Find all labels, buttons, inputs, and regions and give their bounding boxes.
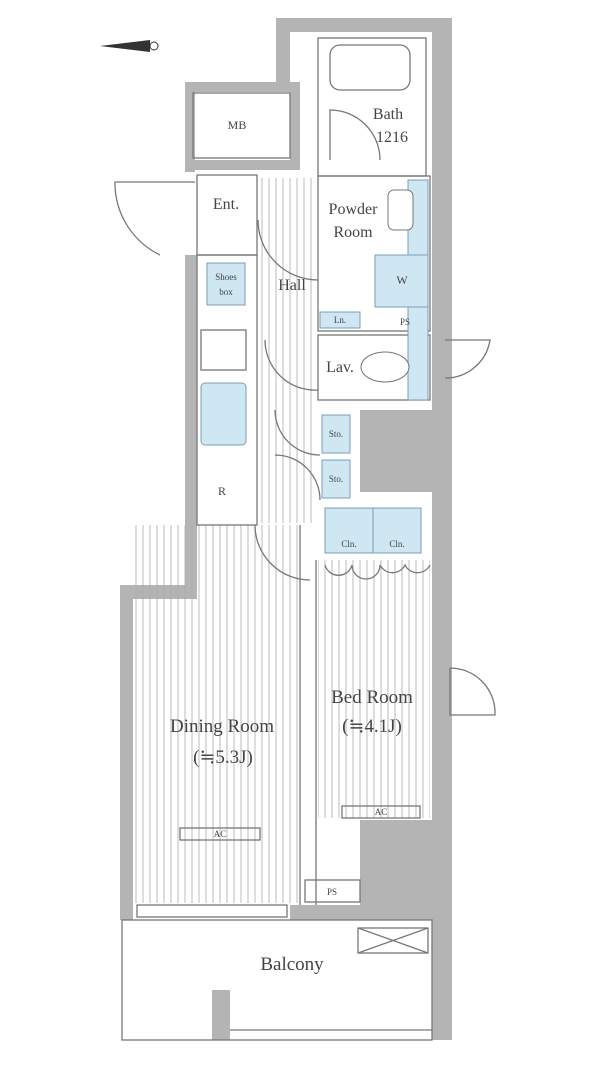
- walls: [120, 18, 452, 1040]
- bedroom-floor: [318, 560, 430, 818]
- washer-space: [374, 254, 429, 308]
- label-lavatory: Lav.: [326, 358, 354, 376]
- toilet-icon: [360, 351, 410, 383]
- label-shoes-box: box: [219, 286, 233, 297]
- washbasin-icon: [387, 189, 414, 231]
- label-closet-2: Cln.: [389, 538, 405, 549]
- label-dining-room: Dining Room: [170, 716, 274, 738]
- label-storage-1: Sto.: [328, 428, 344, 439]
- label-bed-size: (≒4.1J): [342, 716, 402, 738]
- linen-closet: [319, 311, 361, 329]
- fixtures: [200, 179, 429, 554]
- label-ac-dining: AC: [213, 828, 227, 839]
- label-powder: Powder: [328, 200, 378, 218]
- hall-floor: [258, 178, 316, 523]
- label-powder-room: Room: [333, 223, 373, 241]
- label-storage-2: Sto.: [328, 473, 344, 484]
- room-lines: [114, 37, 496, 1041]
- label-shoes: Shoes: [215, 271, 237, 282]
- closet-2: [372, 507, 422, 554]
- compass-icon: [100, 40, 159, 52]
- label-linen: Ln.: [333, 314, 347, 325]
- label-bath-size: 1216: [376, 128, 408, 146]
- label-entrance: Ent.: [212, 195, 240, 213]
- label-ac-bed: AC: [374, 806, 388, 817]
- dining-floor: [133, 525, 300, 903]
- storage-2: [321, 459, 351, 499]
- label-closet-1: Cln.: [341, 538, 357, 549]
- label-dining-size: (≒5.3J): [193, 747, 253, 769]
- label-refrigerator: R: [217, 484, 227, 499]
- kitchen-sink: [200, 382, 247, 446]
- label-washer: W: [396, 273, 408, 288]
- label-hall: Hall: [278, 276, 306, 294]
- label-mb: MB: [227, 118, 247, 133]
- label-ps-bottom: PS: [326, 886, 338, 897]
- closet-1: [324, 507, 374, 554]
- compass-label: N: [158, 41, 166, 52]
- storage-1: [321, 414, 351, 454]
- label-balcony: Balcony: [260, 954, 324, 976]
- label-ps-top: PS: [399, 316, 411, 327]
- label-bed-room: Bed Room: [331, 687, 413, 709]
- label-bath: Bath: [372, 105, 404, 123]
- shoes-box: [206, 262, 246, 306]
